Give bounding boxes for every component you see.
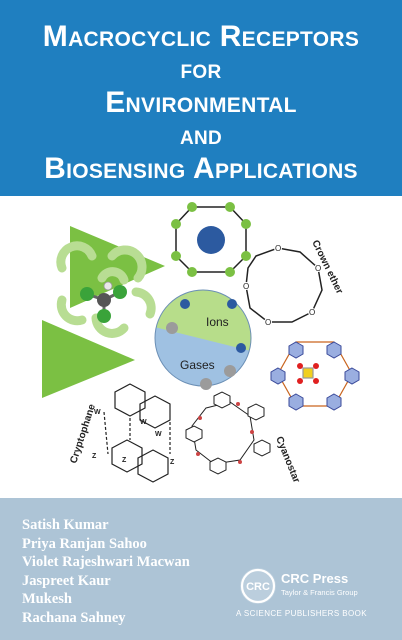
- green-triangle-top: [70, 226, 165, 308]
- author-name: Rachana Sahney: [22, 609, 126, 626]
- crown-ether-structure: O O O O O: [242, 244, 323, 327]
- svg-text:O: O: [309, 308, 315, 317]
- svg-text:W: W: [155, 431, 162, 438]
- svg-text:Z: Z: [122, 457, 127, 464]
- title-band: Macrocyclic Receptors for Environmental …: [0, 0, 402, 196]
- svg-text:O: O: [243, 282, 249, 291]
- cyanostar-label: Cyanostar: [273, 435, 302, 485]
- green-triangle-bottom: [42, 320, 135, 398]
- author-name: Mukesh: [22, 591, 72, 608]
- book-title: Macrocyclic Receptors for Environmental …: [0, 20, 402, 185]
- publisher-imprint: A SCIENCE PUBLISHERS BOOK: [236, 609, 367, 618]
- author-name: Jaspreet Kaur: [22, 572, 111, 589]
- author-name: Priya Ranjan Sahoo: [22, 535, 147, 552]
- host-ring-top: [171, 202, 251, 277]
- gases-label: Gases: [180, 358, 215, 372]
- cyanostar-structure: [185, 391, 271, 475]
- svg-text:Z: Z: [92, 453, 97, 460]
- cage-arcs: [56, 241, 156, 338]
- svg-text:O: O: [265, 318, 271, 327]
- title-line-2: for: [180, 54, 222, 84]
- author-list: Satish Kumar Priya Ranjan Sahoo Violet R…: [22, 516, 190, 628]
- title-line-5: Biosensing Applications: [44, 152, 358, 185]
- ions-gases-circle: Ions Gases: [154, 289, 252, 390]
- cryptophane-structure: W W W Z Z Z: [92, 383, 175, 483]
- svg-text:W: W: [94, 409, 101, 416]
- title-line-3: Environmental: [105, 86, 297, 119]
- crc-press-logo: CRC: [240, 568, 276, 604]
- cover-illustration: O O O O O Crown ether: [0, 196, 402, 498]
- cyanostar-guest-complex: [270, 341, 360, 411]
- svg-text:O: O: [315, 264, 321, 273]
- authors-band: [0, 498, 402, 640]
- ions-label: Ions: [206, 315, 229, 329]
- author-name: Violet Rajeshwari Macwan: [22, 554, 190, 571]
- title-line-4: and: [179, 120, 223, 150]
- publisher-group: Taylor & Francis Group: [281, 588, 358, 597]
- svg-text:O: O: [275, 244, 281, 253]
- logo-text: CRC: [246, 581, 270, 593]
- publisher-name: CRC Press: [281, 571, 349, 586]
- svg-text:Z: Z: [170, 459, 175, 466]
- author-name: Satish Kumar: [22, 517, 109, 533]
- molecular-diagram: O O O O O Crown ether: [42, 202, 360, 485]
- svg-text:W: W: [140, 419, 147, 426]
- title-line-1: Macrocyclic Receptors: [42, 20, 360, 53]
- guest-molecule: [80, 281, 127, 323]
